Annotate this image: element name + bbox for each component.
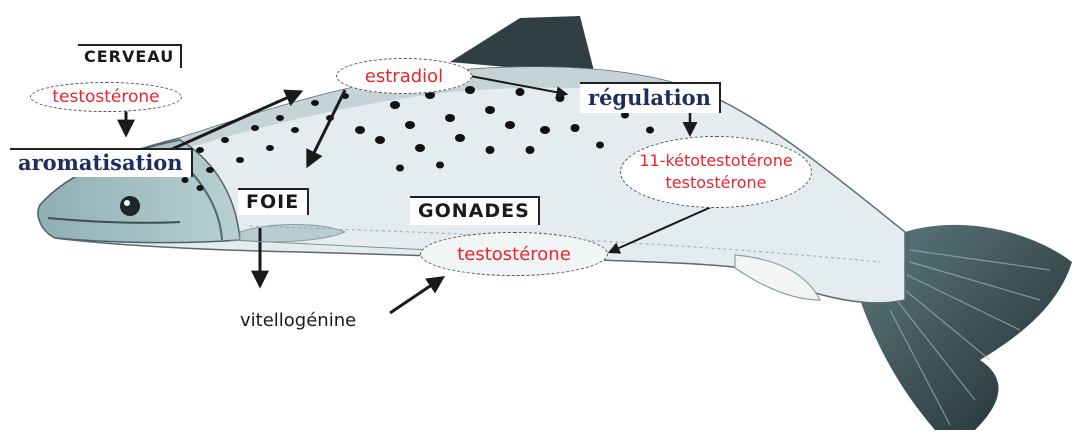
gonades-label: GONADES (410, 196, 540, 225)
keto-line2: testostérone (666, 172, 767, 194)
aromatisation-label: aromatisation (10, 148, 193, 177)
gonades-hormone-ellipse: testostérone (420, 232, 608, 276)
vitellogenine-label: vitellogénine (240, 312, 356, 330)
regulation-label: régulation (580, 82, 721, 113)
estradiol-ellipse: estradiol (336, 58, 472, 94)
cerveau-hormone-text: testostérone (52, 87, 159, 107)
keto-ellipse: 11-kétotestotérone testostérone (620, 136, 812, 208)
estradiol-text: estradiol (365, 66, 443, 87)
fish-eye (120, 196, 140, 216)
cerveau-hormone-ellipse: testostérone (30, 82, 182, 112)
dorsal-fin (450, 16, 595, 75)
arrow-vitellogenine-to-gonades (390, 278, 442, 313)
foie-label: FOIE (238, 188, 309, 215)
gonades-hormone-text: testostérone (457, 244, 571, 265)
cerveau-label: CERVEAU (78, 44, 182, 68)
keto-line1: 11-kétotestotérone (639, 150, 792, 172)
